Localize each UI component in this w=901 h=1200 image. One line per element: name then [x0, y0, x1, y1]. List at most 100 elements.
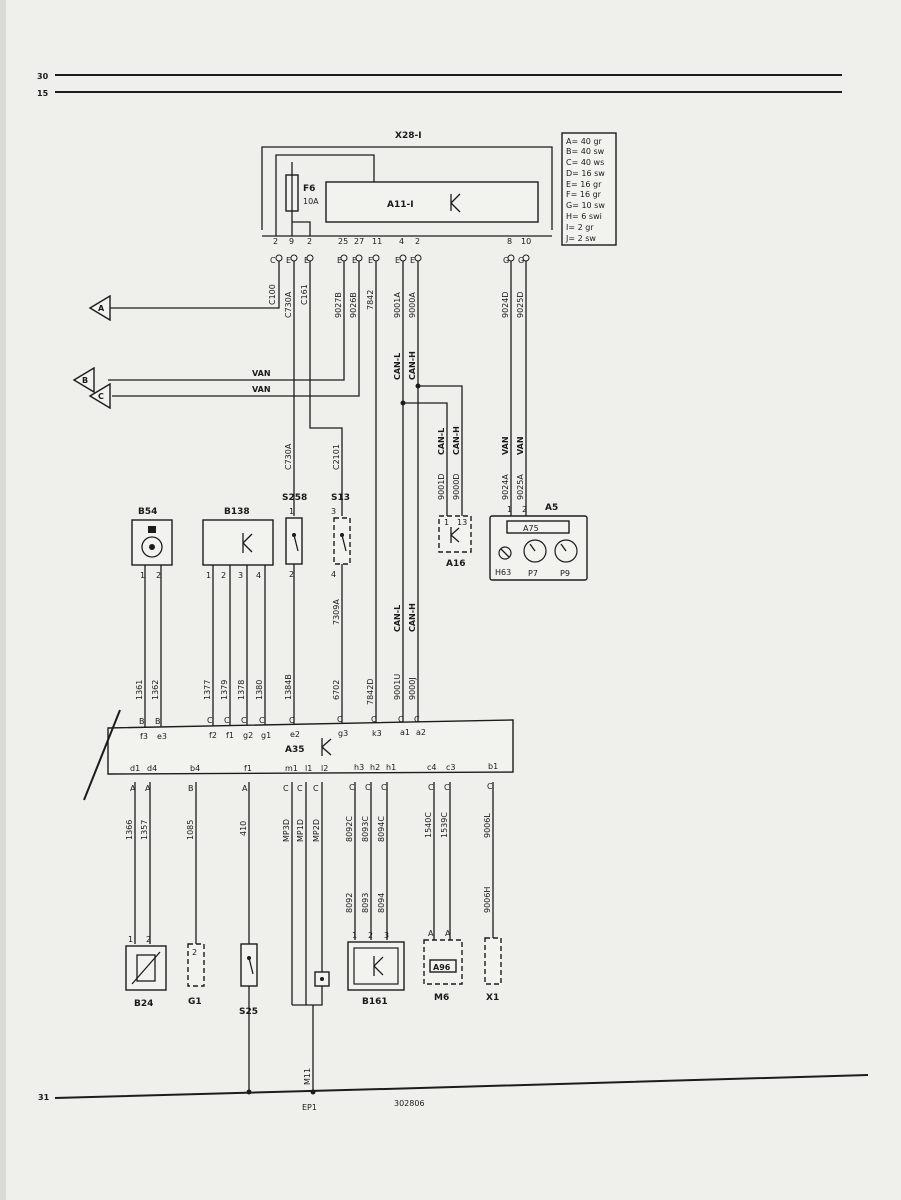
component-x1: 7 X1 [484, 937, 502, 1003]
svg-text:10: 10 [521, 237, 531, 246]
header-pin-codes: C E E E E E E E G G [270, 256, 524, 265]
van-label-c: VAN [252, 385, 271, 394]
svg-text:h3: h3 [354, 763, 364, 772]
van-label-b: VAN [252, 369, 271, 378]
svg-text:B: B [188, 784, 194, 793]
svg-text:g1: g1 [261, 731, 271, 740]
lamp-h63-icon [498, 546, 512, 560]
svg-text:27: 27 [354, 237, 364, 246]
svg-text:2: 2 [415, 237, 420, 246]
ground-lug [292, 971, 330, 1006]
svg-text:30: 30 [37, 72, 49, 81]
svg-text:G= 10 sw: G= 10 sw [566, 201, 605, 210]
svg-text:9025D: 9025D [516, 291, 525, 318]
svg-text:C100: C100 [268, 284, 277, 305]
gauge-p7-icon [523, 539, 547, 563]
svg-text:1378: 1378 [237, 680, 246, 700]
svg-text:2: 2 [522, 505, 527, 514]
svg-text:1: 1 [128, 935, 133, 944]
svg-text:1085: 1085 [186, 820, 195, 840]
svg-text:H= 6 swi: H= 6 swi [566, 212, 602, 221]
bottom-wires [134, 782, 494, 1005]
svg-text:31: 31 [38, 1093, 50, 1102]
svg-text:H63: H63 [495, 568, 511, 577]
wire-9027b [108, 261, 345, 381]
svg-text:VAN: VAN [516, 436, 525, 455]
svg-text:9026B: 9026B [349, 292, 358, 318]
svg-text:C= 40 ws: C= 40 ws [566, 158, 604, 167]
svg-text:2: 2 [192, 948, 197, 957]
svg-text:C: C [297, 784, 303, 793]
svg-text:E= 16 gr: E= 16 gr [566, 180, 602, 189]
wire-can-l-branch [403, 402, 448, 516]
svg-text:7309A: 7309A [332, 599, 341, 625]
svg-text:C2101: C2101 [332, 444, 341, 470]
svg-text:B24: B24 [134, 999, 153, 1009]
connector-x28-label: X28-I [395, 131, 422, 141]
ecu-a11: A11-I [325, 181, 539, 223]
wire-can-h-branch [418, 385, 463, 516]
svg-text:C: C [381, 783, 387, 792]
bottom-wire-labels: 1366 1357 1085 410 MP3D MP1D MP2D 8092C … [125, 812, 492, 913]
svg-text:C: C [349, 783, 355, 792]
svg-text:h1: h1 [386, 763, 396, 772]
svg-text:C: C [270, 256, 276, 265]
svg-text:9006L: 9006L [483, 813, 492, 838]
svg-text:9027B: 9027B [334, 292, 343, 318]
svg-text:6702: 6702 [332, 680, 341, 700]
svg-text:A11-I: A11-I [387, 200, 414, 210]
svg-text:1377: 1377 [203, 680, 212, 700]
svg-text:A5: A5 [545, 503, 558, 513]
svg-text:2: 2 [146, 935, 151, 944]
rail-31: 31 [38, 1074, 869, 1102]
svg-text:9001D: 9001D [437, 473, 446, 500]
svg-text:1380: 1380 [255, 680, 264, 700]
svg-text:2: 2 [156, 571, 161, 580]
svg-text:C: C [414, 715, 420, 724]
component-a5: A5 1 2 A75 H63 P7 P9 [489, 503, 588, 581]
svg-text:A75: A75 [523, 524, 539, 533]
wire-c161 [309, 261, 343, 516]
svg-text:4: 4 [256, 571, 261, 580]
svg-text:G1: G1 [188, 997, 202, 1007]
component-g1: 2 G1 [187, 943, 205, 1007]
svg-text:1361: 1361 [135, 680, 144, 700]
svg-text:2: 2 [289, 570, 294, 579]
svg-text:C: C [337, 715, 343, 724]
svg-text:a1: a1 [400, 728, 410, 737]
svg-text:15: 15 [37, 89, 49, 98]
svg-text:1: 1 [507, 505, 512, 514]
module-a35: A35 [83, 709, 514, 801]
svg-text:C730A: C730A [284, 291, 293, 318]
component-s13: S13 3 4 [331, 493, 351, 579]
svg-text:1379: 1379 [220, 680, 229, 700]
rail-30: 30 [37, 72, 842, 81]
svg-text:B= 40 sw: B= 40 sw [566, 147, 605, 156]
ref-triangle-a: A [88, 294, 111, 322]
document-number: 302806 [394, 1099, 425, 1108]
svg-text:MP2D: MP2D [312, 819, 321, 842]
wire-9026b [112, 261, 360, 397]
svg-text:E: E [286, 256, 291, 265]
component-b54: B54 1 2 [131, 507, 173, 580]
svg-text:g2: g2 [243, 731, 253, 740]
svg-text:4: 4 [331, 570, 336, 579]
header-pins: 2 9 2 25 27 11 4 2 8 10 [273, 237, 531, 246]
svg-text:f2: f2 [209, 731, 217, 740]
svg-text:8092: 8092 [345, 893, 354, 913]
component-m6: A A 1 2 A96 M6 [423, 929, 463, 1003]
svg-text:f3: f3 [140, 732, 148, 741]
svg-text:C161: C161 [300, 284, 309, 305]
svg-text:1539C: 1539C [440, 812, 449, 838]
svg-text:D= 16 sw: D= 16 sw [566, 169, 605, 178]
paper [6, 0, 901, 1200]
svg-text:B138: B138 [224, 507, 250, 517]
svg-text:f1: f1 [244, 764, 252, 773]
svg-text:b4: b4 [190, 764, 200, 773]
svg-text:k3: k3 [372, 729, 382, 738]
svg-text:MP3D: MP3D [282, 819, 291, 842]
svg-text:1: 1 [352, 931, 357, 940]
svg-text:F6: F6 [303, 184, 315, 194]
component-a16: 1 13 A16 [438, 515, 472, 569]
svg-text:S258: S258 [282, 493, 307, 503]
